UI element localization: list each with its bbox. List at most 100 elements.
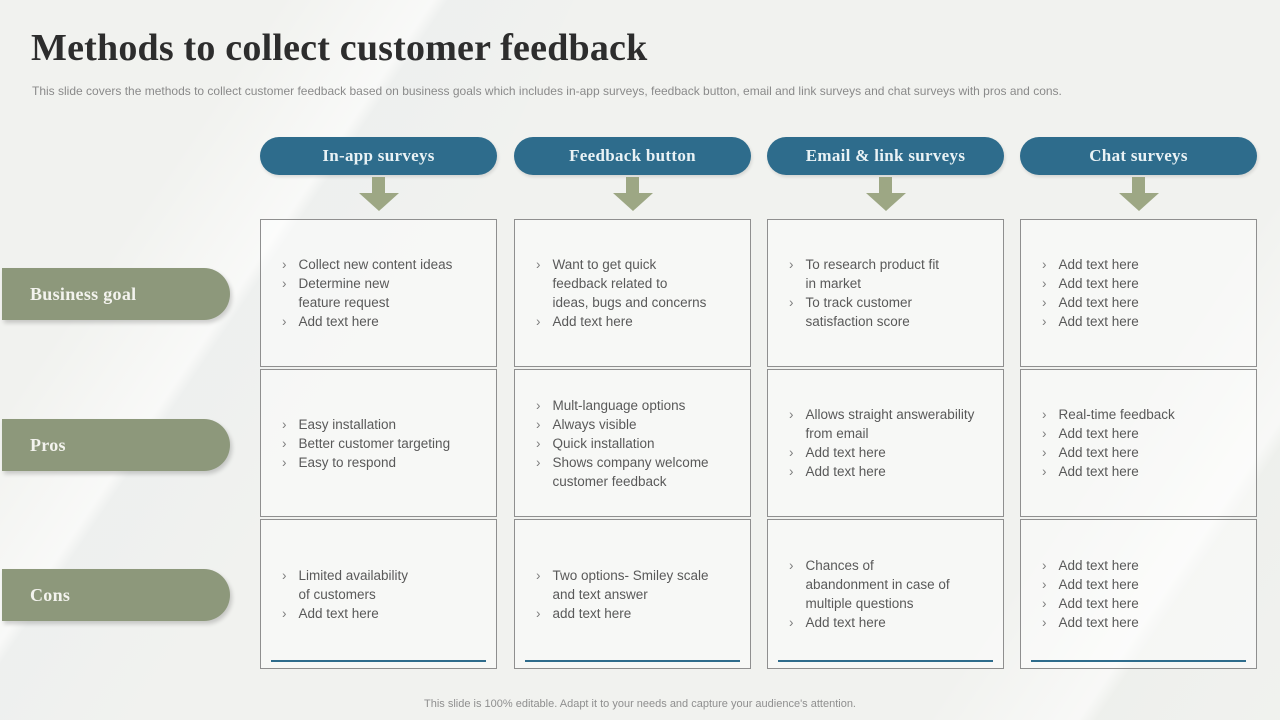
bullet-item: ›Mult-language options xyxy=(536,396,742,415)
bullet-item: › Want to get quick feedback related to i… xyxy=(536,255,742,312)
column-header-label: Feedback button xyxy=(569,146,696,165)
column-cells: › Want to get quick feedback related to i… xyxy=(514,219,751,669)
chevron-bullet-icon: › xyxy=(536,454,541,470)
bullet-text: Add text here xyxy=(1058,596,1139,611)
bullet-item: › Limited availability of customers xyxy=(282,566,488,604)
chevron-bullet-icon: › xyxy=(1042,295,1047,310)
business-goal-cell: › Want to get quick feedback related to i… xyxy=(514,219,751,367)
column-header-pill: Email & link surveys xyxy=(767,137,1004,175)
chevron-bullet-icon: › xyxy=(1042,464,1047,479)
bullet-item: › add text here xyxy=(536,604,742,623)
cell-list: ›Collect new content ideas›Determine new… xyxy=(282,255,488,331)
column-header-pill: Chat surveys xyxy=(1020,137,1257,175)
bullet-text: Allows straight answerability from email xyxy=(805,407,975,441)
bullet-text: Limited availability of customers xyxy=(298,567,409,602)
cell-list: › Want to get quick feedback related to i… xyxy=(536,255,742,331)
bullet-text: Shows company welcome customer feedback xyxy=(552,454,709,489)
bullet-item: › Add text here xyxy=(1042,594,1248,613)
chevron-bullet-icon: › xyxy=(1042,276,1047,291)
pros-cell: ›Mult-language options›Always visible›Qu… xyxy=(514,369,751,517)
bullet-item: ›Chances of abandonment in case of multi… xyxy=(789,556,995,613)
cell-list: › Limited availability of customers › Add t… xyxy=(282,566,488,623)
bullet-item: ›Collect new content ideas xyxy=(282,255,488,274)
cons-underline xyxy=(525,660,740,662)
bullet-text: add text here xyxy=(552,605,632,621)
pros-cell: › Easy installation › Better customer targe… xyxy=(260,369,497,517)
bullet-text: Real-time feedback xyxy=(1058,407,1175,422)
chevron-bullet-icon: › xyxy=(789,558,794,573)
bullet-text: Better customer targeting xyxy=(298,435,451,451)
column-cells: ›Collect new content ideas›Determine new… xyxy=(260,219,497,669)
bullet-item: ›Add text here xyxy=(536,312,742,331)
cell-list: › Two options- Smiley scale and text answ… xyxy=(536,566,742,623)
bullet-text: Add text here xyxy=(1058,314,1139,329)
bullet-text: Add text here xyxy=(1058,257,1139,272)
chevron-bullet-icon: › xyxy=(536,257,541,272)
chevron-bullet-icon: › xyxy=(282,567,287,583)
bullet-text: Want to get quick feedback related to id… xyxy=(552,257,707,310)
slide-subtitle: This slide covers the methods to collect… xyxy=(32,84,1062,98)
bullet-text: Add text here xyxy=(1058,426,1139,441)
column-cells: › Add text here › Add text here › Add text he… xyxy=(1020,219,1257,669)
bullet-text: Mult-language options xyxy=(552,397,686,413)
bullet-item: ›Add text here xyxy=(1042,443,1248,462)
cell-list: ›To research product fit in market›To tr… xyxy=(789,255,995,331)
column-cells: ›To research product fit in market›To tr… xyxy=(767,219,1004,669)
slide-footer-note: This slide is 100% editable. Adapt it to… xyxy=(424,698,856,710)
bullet-text: Add text here xyxy=(1058,464,1139,479)
chevron-bullet-icon: › xyxy=(789,257,794,272)
bullet-item: ›Add text here xyxy=(789,462,995,481)
bullet-item: › Add text here xyxy=(282,604,488,623)
chevron-bullet-icon: › xyxy=(536,605,541,621)
bullet-item: ›Add text here xyxy=(1042,312,1248,331)
column-header-label: Chat surveys xyxy=(1089,146,1188,165)
bullet-text: Add text here xyxy=(298,605,379,621)
bullet-item: › Add text here xyxy=(1042,274,1248,293)
row-label-text: Business goal xyxy=(30,283,137,304)
bullet-text: Quick installation xyxy=(552,435,655,451)
chevron-bullet-icon: › xyxy=(789,464,794,479)
bullet-item: ›Add text here xyxy=(789,613,995,632)
chevron-bullet-icon: › xyxy=(1042,596,1047,611)
bullet-text: Easy to respond xyxy=(298,454,397,470)
bullet-item: › Shows company welcome customer feedback xyxy=(536,453,742,491)
column-header-pill: In-app surveys xyxy=(260,137,497,175)
chevron-bullet-icon: › xyxy=(789,407,794,422)
bullet-text: Two options- Smiley scale and text answe… xyxy=(552,567,709,602)
bullet-item: › Allows straight answerability from emai… xyxy=(789,405,995,443)
chevron-bullet-icon: › xyxy=(282,314,287,329)
bullet-item: ›To track customer satisfaction score xyxy=(789,293,995,331)
row-label-text: Cons xyxy=(30,584,71,605)
bullet-item: › Add text here xyxy=(1042,575,1248,594)
cell-list: › Easy installation › Better customer targe… xyxy=(282,415,488,472)
bullet-text: Add text here xyxy=(1058,577,1139,592)
cell-list: ›Mult-language options›Always visible›Qu… xyxy=(536,396,742,491)
bullet-text: Easy installation xyxy=(298,416,397,432)
chevron-bullet-icon: › xyxy=(1042,257,1047,272)
page-title: Methods to collect customer feedback xyxy=(31,27,648,69)
bullet-text: Add text here xyxy=(1058,295,1139,310)
bullet-text: Add text here xyxy=(1058,276,1139,291)
column-email-link-surveys: Email & link surveys ›To research produc… xyxy=(767,137,1004,669)
chevron-bullet-icon: › xyxy=(1042,577,1047,592)
chevron-bullet-icon: › xyxy=(789,445,794,460)
chevron-bullet-icon: › xyxy=(536,416,541,432)
bullet-item: › Add text here xyxy=(1042,293,1248,312)
column-header-label: In-app surveys xyxy=(322,146,435,165)
bullet-item: ›To research product fit in market xyxy=(789,255,995,293)
chevron-bullet-icon: › xyxy=(1042,426,1047,441)
chevron-bullet-icon: › xyxy=(282,605,287,621)
chevron-bullet-icon: › xyxy=(282,257,287,272)
bullet-item: ›Add text here xyxy=(1042,613,1248,632)
chevron-bullet-icon: › xyxy=(1042,558,1047,573)
down-arrow-icon xyxy=(612,177,653,211)
down-arrow-icon xyxy=(1118,177,1159,211)
chevron-bullet-icon: › xyxy=(536,314,541,329)
bullet-item: › Easy to respond xyxy=(282,453,488,472)
column-in-app-surveys: In-app surveys ›Collect new content idea… xyxy=(260,137,497,669)
bullet-text: Determine new feature request xyxy=(298,276,390,310)
cell-list: ›Chances of abandonment in case of multi… xyxy=(789,556,995,632)
business-goal-cell: › Add text here › Add text here › Add text he… xyxy=(1020,219,1257,367)
chevron-bullet-icon: › xyxy=(282,435,287,451)
chevron-bullet-icon: › xyxy=(282,454,287,470)
